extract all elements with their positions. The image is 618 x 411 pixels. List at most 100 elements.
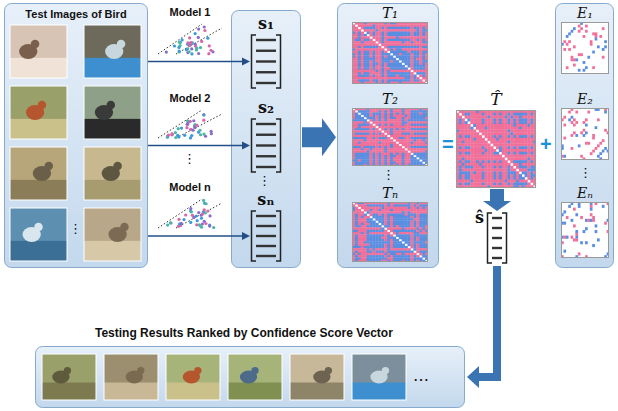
matrix-cell [390,119,393,122]
matrix-cell [402,72,405,75]
matrix-cell [410,139,413,142]
matrix-cell [390,150,393,153]
matrix-cell [358,119,361,122]
matrix-cell [413,43,416,46]
matrix-cell [361,124,364,127]
bird-photo-part [352,354,406,400]
model-scatter [158,110,222,140]
matrix-cell [405,63,408,66]
matrix-cell [370,153,373,156]
matrix-cell [408,133,411,136]
matrix-cell [408,112,411,115]
matrix-cell [361,65,364,68]
matrix-cell [422,144,425,147]
matrix-cell [422,126,425,129]
matrix-cell [364,257,367,260]
matrix-cell [375,146,378,149]
matrix-cell [367,77,370,80]
matrix-cell [378,119,381,122]
matrix-cell [370,207,373,210]
model-scatter-part [203,208,206,211]
matrix-cell [355,144,358,147]
matrix-cell [399,139,402,142]
model-scatter-part [189,207,192,210]
matrix-cell [367,137,370,140]
matrix-cell [378,60,381,63]
matrix-cell [355,214,358,217]
matrix-cell [378,135,381,138]
matrix-cell [358,162,361,165]
matrix-cell [390,157,393,160]
matrix-cell [358,133,361,136]
matrix-cell [367,27,370,30]
matrix-cell [387,115,390,118]
model-arrow [148,142,250,150]
matrix-cell [402,65,405,68]
matrix-cell [364,36,367,39]
matrix-cell [364,148,367,151]
matrix-cell [361,214,364,217]
matrix-cell [390,124,393,127]
model-scatter-part [190,210,193,213]
matrix-cell [367,150,370,153]
matrix-cell [378,70,381,73]
matrix-cell [367,48,370,51]
matrix-cell [378,124,381,127]
matrix-cell [399,77,402,80]
matrix-cell [405,207,408,210]
matrix-cell [375,79,378,82]
vector-entry [256,134,276,136]
matrix-cell [364,55,367,58]
matrix-cell [390,77,393,80]
bird-photo-part [84,241,141,261]
matrix-cell [355,48,358,51]
matrix-cell [381,121,384,124]
matrix-cell [387,77,390,80]
matrix-cell [361,225,364,228]
matrix-cell [416,137,419,140]
matrix-cell [384,121,387,124]
vector-entry [256,71,276,73]
matrix-cell [384,112,387,115]
matrix-cell [375,211,378,214]
matrix-cell [419,141,422,144]
matrix-cell [364,244,367,247]
matrix-cell [378,63,381,66]
matrix-cell [393,112,396,115]
matrix-cell [416,65,419,68]
matrix-cell [372,257,375,260]
matrix-cell [378,162,381,165]
matrix-cell [399,39,402,42]
matrix-cell [396,148,399,151]
matrix-cell [355,41,358,44]
matrix-cell [381,79,384,82]
matrix-cell [416,130,419,133]
matrix-cell [370,29,373,32]
matrix-cell [402,58,405,61]
vector-entry [256,245,276,247]
matrix-cell [384,159,387,162]
matrix-cell [387,144,390,147]
bird-photo-part [352,354,406,400]
matrix-cell [361,246,364,249]
matrix-cell [355,237,358,240]
matrix-cell [402,32,405,35]
matrix-cell [413,24,416,27]
matrix-cell [358,135,361,138]
matrix-cell [367,253,370,256]
model-scatter-part [180,38,183,41]
matrix-cell [375,241,378,244]
matrix-cell [402,117,405,120]
matrix-cell [358,155,361,158]
matrix-cell [378,239,381,242]
matrix-cell [370,51,373,54]
matrix-cell [358,241,361,244]
matrix-cell [384,72,387,75]
matrix-cell [381,216,384,219]
matrix-cell [358,141,361,144]
matrix-cell [399,67,402,70]
model-scatter-part [190,52,193,55]
matrix-cell [387,130,390,133]
matrix-cell [390,153,393,156]
matrix-cell [422,214,425,217]
